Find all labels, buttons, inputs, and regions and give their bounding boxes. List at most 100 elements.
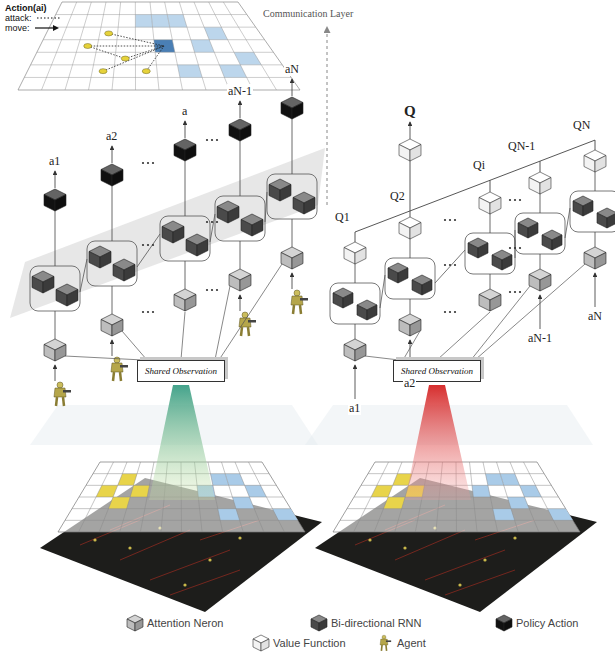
- terrain-unit: [458, 583, 461, 586]
- terrain-unit: [403, 546, 406, 549]
- cube-face: [355, 248, 366, 265]
- cube-face: [281, 253, 292, 270]
- grid-cell: [167, 15, 187, 28]
- wire: [240, 241, 241, 269]
- rnn-cube: [597, 208, 615, 228]
- wire: [112, 186, 113, 241]
- terrain-line: [150, 550, 230, 580]
- variable-label: a1: [348, 401, 361, 415]
- cube-face: [583, 201, 593, 216]
- attention-cube: [174, 289, 196, 311]
- cube-face: [399, 320, 410, 337]
- attention-cube: [479, 289, 501, 311]
- ellipsis-dot: [206, 139, 208, 141]
- cube-face: [399, 145, 410, 162]
- terrain-unit: [483, 558, 486, 561]
- cube-face: [388, 268, 398, 283]
- cube-face: [32, 277, 43, 294]
- wire: [80, 259, 87, 292]
- terrain-line: [120, 530, 190, 560]
- rnn-cube: [241, 214, 263, 236]
- grid-cell: [383, 497, 405, 509]
- terrain-unit: [208, 558, 211, 561]
- ellipsis-dot: [152, 162, 154, 164]
- cube-face: [344, 248, 355, 265]
- ellipsis-dot: [444, 264, 446, 266]
- grid-cell: [108, 497, 130, 509]
- output-arrow: [112, 146, 113, 163]
- wire: [292, 119, 293, 174]
- rnn-cube: [162, 221, 184, 243]
- variable-label: QN-1: [507, 139, 536, 153]
- observation-line: [475, 264, 585, 360]
- cube-face: [518, 223, 528, 238]
- ellipsis-dot: [514, 199, 516, 201]
- grid-line: [209, 2, 253, 90]
- output-arrow: [410, 122, 411, 139]
- cube-face: [44, 195, 55, 212]
- attack-sample: [36, 14, 62, 22]
- observation-line: [437, 312, 490, 360]
- input-arrow: [355, 365, 356, 399]
- attack-line: [37, 17, 61, 18]
- cube-face: [253, 639, 261, 651]
- agent-gun: [300, 298, 308, 301]
- grid-line: [43, 39, 264, 40]
- grid-line: [347, 508, 566, 509]
- ellipsis-dot: [449, 219, 451, 221]
- grid-cell: [204, 27, 228, 40]
- variable-label: Q1: [334, 210, 351, 224]
- wire: [410, 211, 411, 217]
- grid-line: [37, 52, 274, 53]
- grid-cell: [520, 485, 542, 497]
- ellipsis-dot: [216, 221, 218, 223]
- cube-face: [540, 178, 551, 195]
- wire: [565, 208, 570, 238]
- cube-face: [584, 253, 595, 270]
- ellipsis-dot: [147, 311, 149, 313]
- grid-plane: [18, 2, 300, 90]
- grid-cell: [272, 509, 297, 521]
- observation-line: [181, 312, 185, 360]
- variable-label: a2: [105, 129, 118, 143]
- output-arrow: [185, 121, 186, 138]
- grid-line: [112, 2, 121, 90]
- rnn-cube: [217, 201, 239, 223]
- move-line: [35, 27, 54, 28]
- cube-face: [311, 619, 319, 631]
- cube-face: [185, 145, 196, 162]
- wire: [410, 239, 411, 258]
- ellipsis-dot: [211, 289, 213, 291]
- rnn-cube: [89, 246, 111, 268]
- rnn-cube: [357, 300, 377, 320]
- wire: [380, 275, 385, 308]
- value-cube: [344, 242, 366, 264]
- cube-face: [529, 275, 540, 292]
- cube-face: [43, 277, 54, 294]
- variable-label: aN-1: [227, 84, 253, 98]
- ellipsis-dot: [444, 311, 446, 313]
- grid-line: [31, 64, 283, 65]
- cube-face: [490, 295, 501, 312]
- agent-leg: [113, 372, 114, 381]
- ellipsis-dot: [142, 162, 144, 164]
- cube-face: [595, 253, 606, 270]
- agent-icon: [54, 382, 71, 406]
- ellipsis-dot: [147, 244, 149, 246]
- legend-swatch: [310, 614, 328, 632]
- agent-marker: [105, 31, 113, 36]
- ellipsis-dot: [509, 247, 511, 249]
- agent-head: [294, 290, 300, 296]
- cube-face: [197, 240, 208, 257]
- value-cube: [529, 172, 551, 194]
- cube-face: [124, 265, 135, 282]
- legend-cube: [127, 615, 143, 631]
- attention-cube: [584, 247, 606, 269]
- grid-cell: [234, 52, 261, 65]
- cube-face: [595, 156, 606, 173]
- wire: [55, 311, 56, 339]
- terrain-line: [170, 570, 240, 595]
- legend-text: Value Function: [273, 637, 346, 649]
- cube-face: [492, 255, 502, 270]
- legend-item: Attention Neron: [126, 614, 223, 632]
